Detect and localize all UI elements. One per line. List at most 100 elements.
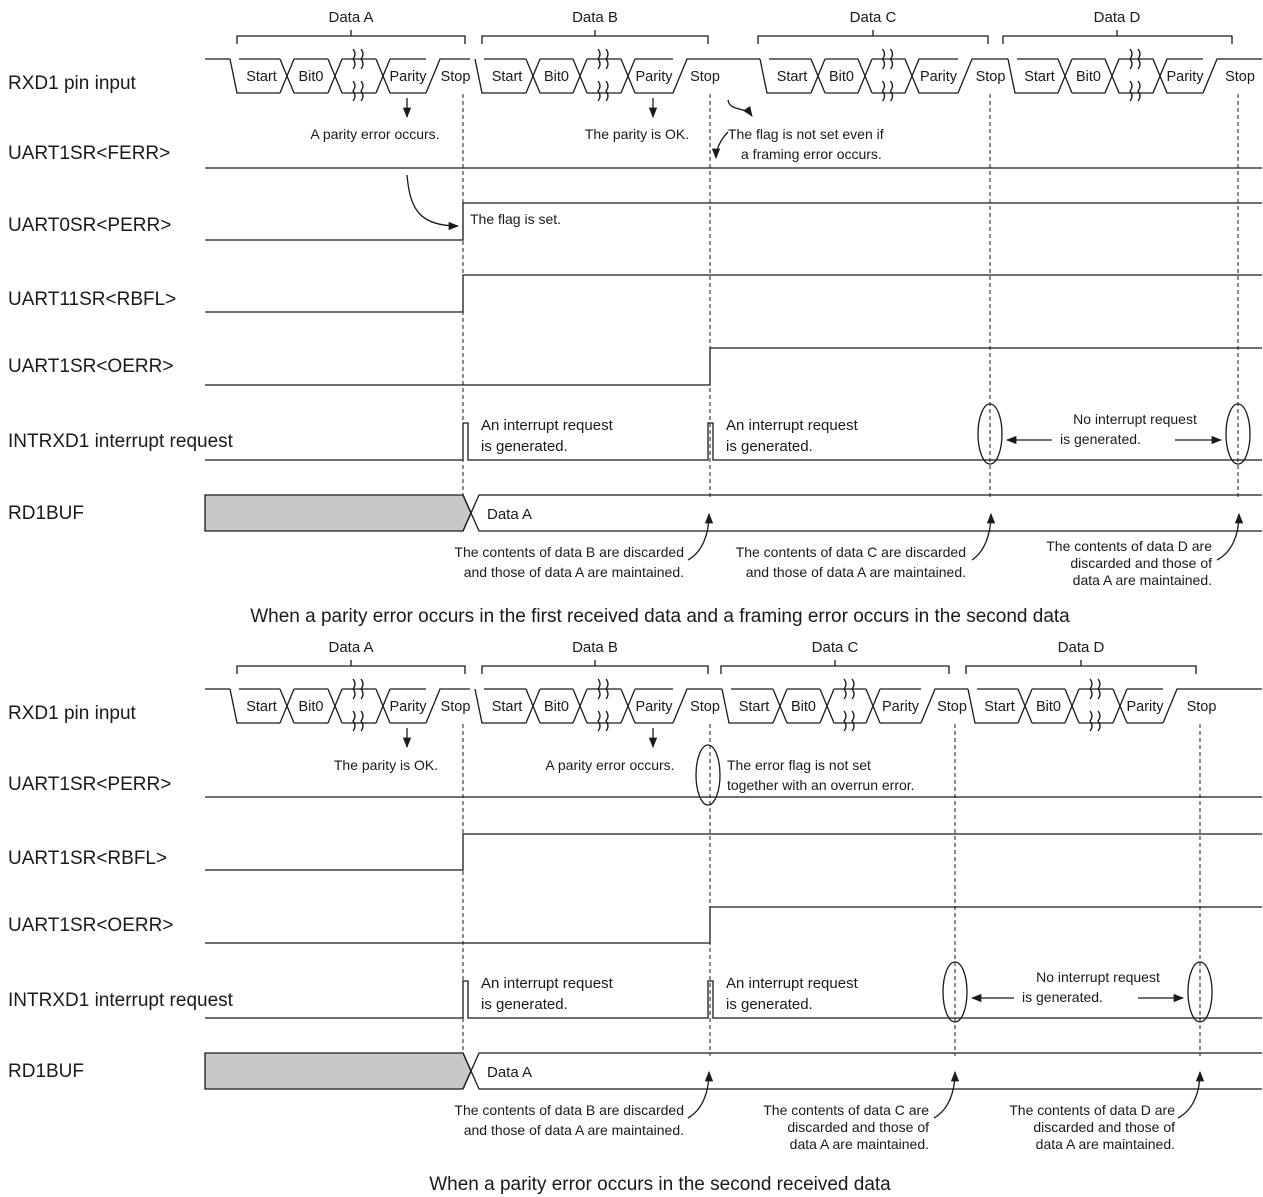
top-note-irq-b-line1: An interrupt request <box>481 417 614 434</box>
top-rd1buf-waveform <box>462 494 1262 532</box>
rxd-cell-bit0: Bit0 <box>829 69 854 85</box>
top-group-braces <box>236 30 1233 44</box>
bottom-note-discard-c-3: data A are maintained. <box>790 1136 929 1152</box>
rxd-break-mark <box>597 48 609 102</box>
bottom-signal-perr: UART1SR<PERR> <box>8 774 171 795</box>
rxd-cell-stop: Stop <box>1187 699 1217 715</box>
top-note-irq-c-line2: is generated. <box>726 438 813 455</box>
top-discard-d-arrow <box>1216 512 1244 561</box>
bottom-caption: When a parity error occurs in the second… <box>429 1174 891 1195</box>
top-note-discard-c-1: The contents of data C are discarded <box>736 544 966 560</box>
rxd-break-mark <box>352 678 364 732</box>
rxd-cell-parity: Parity <box>635 69 673 85</box>
bottom-note-err-flag-line1: The error flag is not set <box>727 757 871 773</box>
bottom-rd1buf-value: Data A <box>487 1064 532 1081</box>
bottom-note-discard-d-2: discarded and those of <box>1033 1119 1175 1135</box>
top-rd1buf-value: Data A <box>487 506 532 523</box>
bottom-signal-rbfl: UART1SR<RBFL> <box>8 848 167 869</box>
rxd-cell-parity: Parity <box>882 699 920 715</box>
rxd-frame-outline <box>474 688 722 724</box>
rxd-break-mark <box>1089 678 1101 732</box>
top-note-ferr-line2: a framing error occurs. <box>741 146 882 162</box>
bottom-intrxd1-waveform <box>205 980 1262 1019</box>
rxd-break-mark <box>352 48 364 102</box>
top-intrxd1-waveform <box>205 422 1262 461</box>
bottom-discard-d-arrow <box>1177 1070 1205 1119</box>
rxd-cell-bit0: Bit0 <box>544 69 569 85</box>
rxd-cell-stop: Stop <box>441 69 471 85</box>
top-note-discard-c-2: and those of data A are maintained. <box>746 564 966 580</box>
rxd-frame-outline <box>229 688 470 724</box>
bottom-discard-b-arrow <box>687 1070 714 1119</box>
bottom-diagram: Data A Data B Data C Data D RXD1 pin inp… <box>8 639 1262 1195</box>
top-perr-waveform <box>205 202 1262 241</box>
top-group-label-d: Data D <box>1094 9 1141 26</box>
bottom-rd1buf-waveform <box>462 1052 1262 1090</box>
top-note-discard-b-1: The contents of data B are discarded <box>454 544 684 560</box>
bottom-note-discard-d-1: The contents of data D are <box>1009 1102 1175 1118</box>
top-group-label-b: Data B <box>572 9 618 26</box>
bottom-note-discard-b-2: and those of data A are maintained. <box>464 1122 684 1138</box>
rxd-frame-outline <box>759 58 1008 94</box>
bottom-note-irq-c-line2: is generated. <box>726 996 813 1013</box>
rxd-cell-stop: Stop <box>1225 69 1255 85</box>
rxd-cell-bit0: Bit0 <box>1036 699 1061 715</box>
bottom-note-err-flag-line2: together with an overrun error. <box>727 777 915 793</box>
bottom-rxd1-waveform: Start Bit0 Parity Stop Start Bit0 Parity Stop St… <box>205 678 1262 732</box>
rxd-cell-stop: Stop <box>690 699 720 715</box>
bottom-signal-oerr: UART1SR<OERR> <box>8 915 173 936</box>
top-note-irq-b-line2: is generated. <box>481 438 568 455</box>
top-signal-ferr: UART1SR<FERR> <box>8 143 170 164</box>
top-note-parity-error: A parity error occurs. <box>310 126 439 142</box>
top-signal-intrxd1: INTRXD1 interrupt request <box>8 431 234 452</box>
rxd-break-mark <box>1129 48 1141 102</box>
rxd-cell-parity: Parity <box>635 699 673 715</box>
bottom-note-irq-b-line2: is generated. <box>481 996 568 1013</box>
bottom-note-no-irq-line1: No interrupt request <box>1036 969 1160 985</box>
top-diagram: Data A Data B Data C Data D RXD1 pin inp… <box>8 9 1262 627</box>
top-group-label-c: Data C <box>850 9 897 26</box>
top-discard-b-arrow <box>687 512 714 561</box>
rxd-cell-bit0: Bit0 <box>791 699 816 715</box>
bottom-group-label-a: Data A <box>328 639 373 656</box>
bottom-signal-rxd1: RXD1 pin input <box>8 703 137 724</box>
rxd-frame-outline <box>474 58 722 94</box>
bottom-note-no-irq-line2: is generated. <box>1022 989 1103 1005</box>
bottom-note-parity-error: A parity error occurs. <box>545 757 674 773</box>
rxd-cell-parity: Parity <box>1166 69 1204 85</box>
rxd-cell-stop: Stop <box>690 69 720 85</box>
rxd-cell-parity: Parity <box>920 69 958 85</box>
top-group-label-a: Data A <box>328 9 373 26</box>
bottom-group-label-d: Data D <box>1058 639 1105 656</box>
bottom-group-label-c: Data C <box>812 639 859 656</box>
top-caption: When a parity error occurs in the first … <box>250 606 1070 627</box>
bottom-no-irq-ellipse-2 <box>1187 961 1213 1023</box>
top-note-ferr-line1: The flag is not set even if <box>728 126 884 142</box>
bottom-group-label-b: Data B <box>572 639 618 656</box>
top-flag-set-arrow <box>406 174 460 231</box>
bottom-note-parity-ok: The parity is OK. <box>334 757 438 773</box>
bottom-no-irq-ellipse-1 <box>942 961 968 1023</box>
top-signal-perr: UART0SR<PERR> <box>8 215 171 236</box>
rxd-frame-outline <box>1007 58 1262 94</box>
top-note-no-irq-line1: No interrupt request <box>1073 411 1197 427</box>
top-rd1buf-old-value <box>204 494 472 532</box>
top-note-discard-d-3: data A are maintained. <box>1073 572 1212 588</box>
top-signal-rxd1: RXD1 pin input <box>8 73 137 94</box>
top-no-irq-ellipse-1 <box>977 403 1003 465</box>
rxd-frame-outline <box>967 688 1225 724</box>
top-ferr-note-arrow <box>711 131 729 160</box>
rxd-cell-stop: Stop <box>937 699 967 715</box>
rxd-cell-start: Start <box>492 699 523 715</box>
rxd-break-mark <box>843 678 855 732</box>
rxd-cell-start: Start <box>984 699 1015 715</box>
top-signal-rbfl: UART11SR<RBFL> <box>8 289 176 310</box>
rxd-break-mark <box>881 48 894 102</box>
